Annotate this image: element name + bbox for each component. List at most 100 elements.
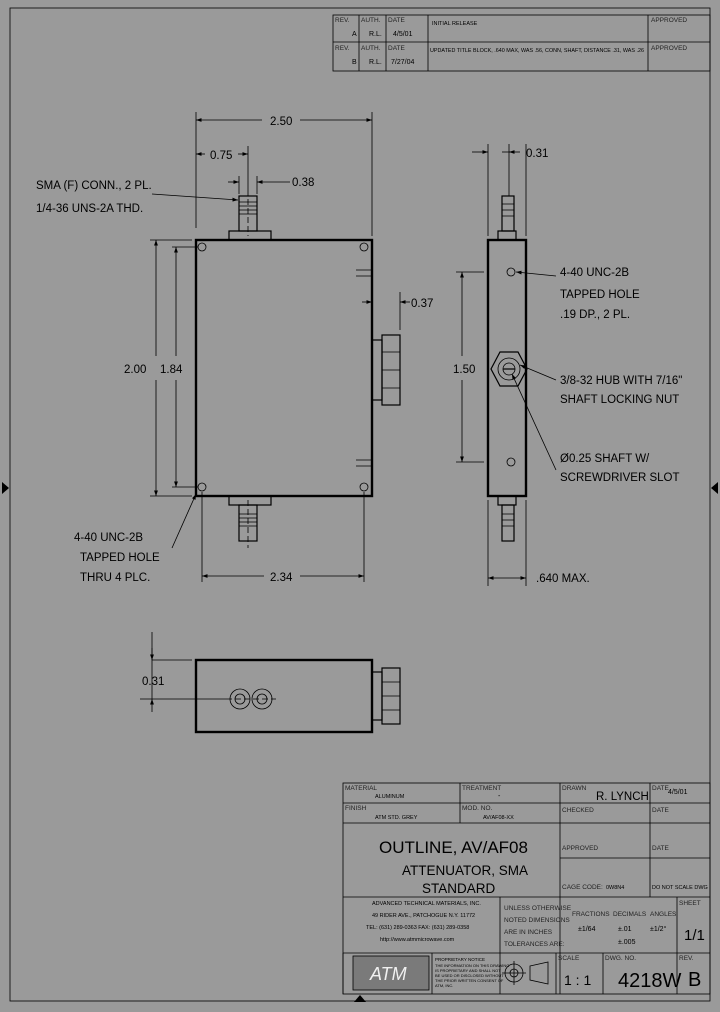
dim-hole-spacing-h: 2.34: [270, 572, 293, 584]
rev-col-label-2: REV.: [335, 45, 350, 52]
dim-conn-offset: 0.75: [210, 150, 232, 162]
angles-value: ±1/2°: [650, 925, 667, 933]
note-tap-left-line3: THRU 4 PLC.: [80, 572, 150, 584]
prop-line5: ATM, INC.: [435, 983, 453, 988]
rev-a-desc: INITIAL RELEASE: [432, 21, 478, 27]
side-hole-top: [506, 267, 516, 277]
rev-b: B: [352, 59, 357, 66]
dim-conn-dia: 0.38: [292, 177, 314, 189]
center-mark-right-icon: [711, 482, 718, 494]
company-line3: TEL: (631) 289-0363 FAX: (631) 289-0358: [366, 925, 469, 931]
drawn-label: DRAWN: [562, 785, 587, 792]
hub: [497, 357, 521, 381]
projection-symbol-icon: [502, 961, 549, 985]
company-line1: ADVANCED TECHNICAL MATERIALS, INC.: [372, 901, 481, 907]
front-view: [194, 190, 401, 548]
prop-line4: THE PRIOR WRITTEN CONSENT OF: [435, 978, 504, 983]
date-col-label: DATE: [388, 17, 406, 24]
hole-tr: [359, 242, 369, 252]
company-line2: 49 RIDER AVE., PATCHOGUE N.Y. 11772: [372, 913, 475, 919]
checked-date-label: DATE: [652, 807, 670, 814]
note-shaft-line2: SCREWDRIVER SLOT: [560, 472, 680, 484]
treatment-label: TREATMENT: [462, 785, 501, 792]
angles-label: ANGLES: [650, 911, 677, 918]
atm-logo-text: ATM: [369, 964, 407, 984]
atm-logo: [352, 955, 430, 991]
drawing-title: OUTLINE, AV/AF08: [379, 838, 528, 857]
model-value: AV/AF08-XX: [483, 815, 514, 821]
note-tap-left-line1: 4-40 UNC-2B: [74, 532, 143, 544]
date-col-label-2: DATE: [388, 45, 406, 52]
note-shaft-line1: Ø0.25 SHAFT W/: [560, 453, 650, 465]
finish-value: ATM STD. GREY: [375, 815, 418, 821]
drawn-date-label: DATE: [652, 785, 670, 792]
bottom-view: 0.31: [140, 632, 401, 734]
note-tap-right-line1: 4-40 UNC-2B: [560, 267, 629, 279]
prop-line2: IS PROPRIETARY AND SHALL NOT: [435, 968, 501, 973]
material-label: MATERIAL: [345, 785, 377, 792]
sheet-label: SHEET: [679, 900, 701, 907]
dim-width-overall: 2.50: [270, 116, 292, 128]
dim-height-overall: 2.00: [124, 364, 146, 376]
center-mark-bottom-icon: [354, 995, 366, 1002]
auth-col-label-2: AUTH.: [361, 45, 381, 52]
dim-bottom-offset: 0.31: [142, 676, 164, 688]
front-dimensions: 2.50 0.75 0.38 2.00 1.84 0.37 2.34: [124, 112, 433, 584]
note-sma-line2: 1/4-36 UNS-2A THD.: [36, 203, 143, 215]
rev-col-label: REV.: [335, 17, 350, 24]
rev-b-auth: R.L.: [369, 59, 382, 66]
checked-label: CHECKED: [562, 807, 594, 814]
hex-nut: [490, 351, 528, 387]
decimals-label: DECIMALS: [613, 911, 647, 918]
fractions-value: ±1/64: [578, 926, 596, 933]
prop-line3: BE USED OR DISCLOSED WITHOUT: [435, 973, 504, 978]
drawn-date-value: 4/5/01: [668, 789, 688, 796]
material-value: ALUMINUM: [375, 794, 405, 800]
rev-b-date: 7/27/04: [391, 59, 414, 66]
rev-a-date: 4/5/01: [393, 31, 413, 38]
dim-side-hole-spacing: 1.50: [453, 364, 475, 376]
hole-br: [359, 482, 369, 492]
note-tap-right-line2: TAPPED HOLE: [560, 289, 640, 301]
prop-title: PROPRIETARY NOTICE: [435, 957, 485, 962]
rev-label: REV.: [679, 955, 694, 962]
company-line4: http://www.atmmicrowave.com: [380, 937, 455, 943]
side-notes: 4-40 UNC-2B TAPPED HOLE .19 DP., 2 PL. 3…: [511, 267, 682, 484]
tol-line4: TOLERANCES ARE:: [504, 941, 565, 948]
dim-side-depth: .640 MAX.: [536, 573, 590, 585]
cage-value: 0W8N4: [606, 885, 624, 891]
drawing-subtitle-2: STANDARD: [422, 881, 496, 896]
tol-line3: ARE IN INCHES: [504, 929, 553, 936]
rev-a: A: [352, 31, 357, 38]
note-tap-right-line3: .19 DP., 2 PL.: [560, 309, 630, 321]
dim-side-offset: 0.31: [526, 148, 548, 160]
note-hub-line2: SHAFT LOCKING NUT: [560, 394, 679, 406]
side-top-connector: [501, 195, 515, 232]
finish-label: FINISH: [345, 805, 367, 812]
approved-col-label: APPROVED: [651, 17, 687, 24]
scale-value: 1 : 1: [564, 972, 591, 988]
note-tap-left-line2: TAPPED HOLE: [80, 552, 160, 564]
note-hub-line1: 3/8-32 HUB WITH 7/16": [560, 375, 682, 387]
dim-hub-protrusion: 0.37: [411, 298, 433, 310]
rev-a-auth: R.L.: [369, 31, 382, 38]
side-dimensions: 0.31 1.50 .640 MAX.: [453, 144, 590, 586]
decimals-value-2: ±.005: [618, 939, 636, 946]
tol-line2: NOTED DIMENSIONS: [504, 917, 570, 924]
do-not-scale: DO NOT SCALE DWG: [652, 885, 708, 891]
side-bottom-connector: [501, 504, 515, 542]
approved-col-label-2: APPROVED: [651, 45, 687, 52]
rev-value: B: [688, 969, 701, 991]
prop-line1: THE INFORMATION ON THIS DRAWING: [435, 963, 509, 968]
revision-block: REV. AUTH. DATE APPROVED REV. AUTH. DATE…: [332, 14, 711, 72]
cage-label: CAGE CODE:: [562, 884, 603, 891]
side-hole-bottom: [506, 457, 516, 467]
drawing-subtitle: ATTENUATOR, SMA: [402, 863, 528, 878]
side-view: [486, 195, 528, 542]
dwg-number: 4218W: [618, 970, 681, 992]
decimals-value-1: ±.01: [618, 926, 632, 933]
sheet-value: 1/1: [684, 927, 705, 944]
approved-date-label: DATE: [652, 845, 670, 852]
